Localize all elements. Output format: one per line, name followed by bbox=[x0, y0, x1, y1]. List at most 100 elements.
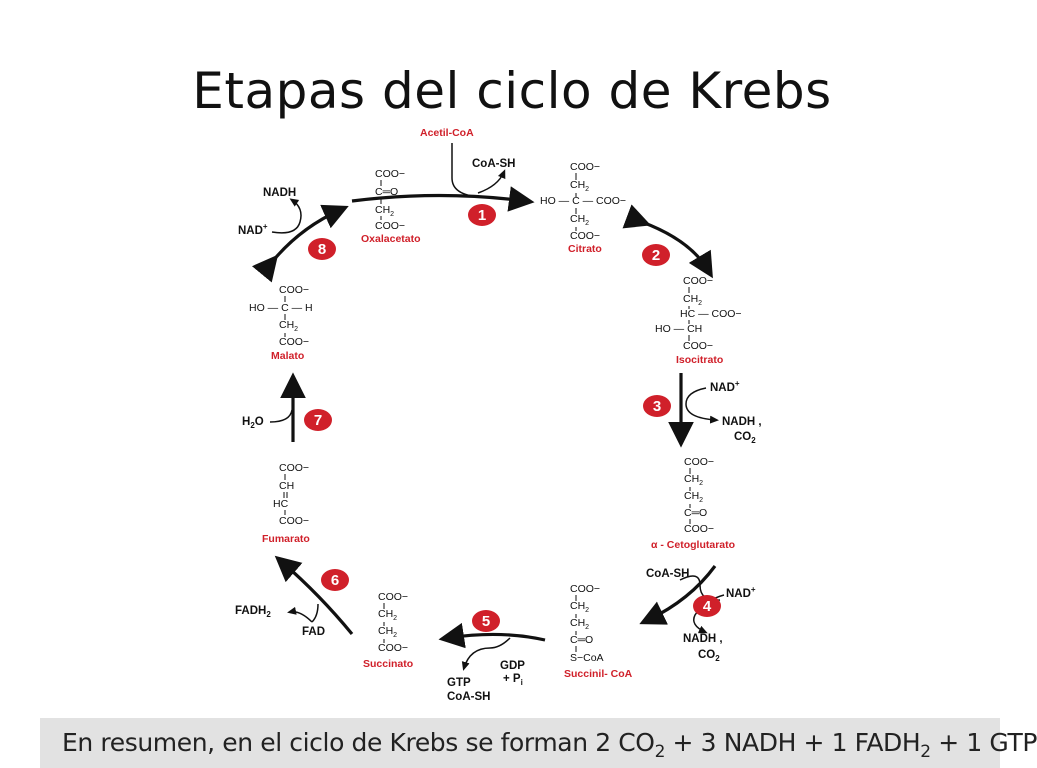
cofactor-gdp-5: GDP bbox=[500, 660, 525, 672]
structure-isocitrato: COO− CH2 HC — COO− HO — CH COO− bbox=[655, 275, 742, 352]
cofactor-coa-sh-5: CoA-SH bbox=[447, 691, 490, 703]
svg-text:COO−: COO− bbox=[570, 161, 600, 173]
svg-text:CH2: CH2 bbox=[570, 213, 589, 227]
structure-succinato: COO− CH2 CH2 COO− bbox=[378, 591, 408, 654]
svg-text:CH2: CH2 bbox=[378, 608, 397, 622]
cofactor-coa-sh-4: CoA-SH bbox=[646, 568, 689, 580]
svg-text:HO — CH: HO — CH bbox=[655, 323, 702, 335]
step-4-arrow bbox=[639, 565, 717, 625]
step-6-fad-arrow bbox=[311, 603, 319, 623]
svg-text:S−CoA: S−CoA bbox=[570, 652, 604, 664]
compound-fumarato: Fumarato bbox=[262, 533, 310, 545]
cofactor-co2-3: CO2 bbox=[734, 431, 756, 445]
svg-text:CH2: CH2 bbox=[570, 600, 589, 614]
cofactor-h2o-7: H2O bbox=[242, 416, 264, 430]
svg-text:CH: CH bbox=[279, 480, 294, 492]
svg-text:HC: HC bbox=[273, 498, 289, 510]
step-7-water-arrow bbox=[269, 409, 293, 423]
step-badge-6: 6 bbox=[321, 569, 349, 591]
summary-bar bbox=[40, 718, 1000, 768]
step-2-arrow bbox=[622, 204, 713, 279]
step-8-arrow bbox=[251, 204, 349, 283]
svg-text:COO−: COO− bbox=[570, 583, 600, 595]
svg-text:1: 1 bbox=[478, 207, 486, 224]
svg-text:HO — C — COO−: HO — C — COO− bbox=[540, 195, 626, 207]
svg-text:7: 7 bbox=[314, 412, 322, 429]
step-badge-4: 4 bbox=[693, 595, 721, 617]
svg-text:COO−: COO− bbox=[684, 456, 714, 468]
svg-text:COO−: COO− bbox=[683, 340, 713, 352]
step-badge-3: 3 bbox=[643, 395, 671, 417]
svg-text:COO−: COO− bbox=[378, 642, 408, 654]
compound-cetoglutarato: α - Cetoglutarato bbox=[651, 539, 735, 551]
svg-text:CH2: CH2 bbox=[683, 293, 702, 307]
structure-malato: COO− HO — C — H CH2 COO− bbox=[249, 284, 313, 348]
cofactor-nadh-4: NADH , bbox=[683, 633, 723, 645]
svg-text:C═O: C═O bbox=[684, 507, 707, 519]
step-6-arrow bbox=[274, 555, 354, 636]
cofactor-nadh-3: NADH , bbox=[722, 416, 762, 428]
cofactor-nad-8: NAD+ bbox=[238, 222, 268, 237]
compound-malato: Malato bbox=[271, 350, 304, 362]
compound-oxalacetato: Oxalacetato bbox=[361, 233, 421, 245]
svg-text:3: 3 bbox=[653, 398, 661, 415]
compound-acetil-coa: Acetil-CoA bbox=[420, 127, 474, 139]
svg-text:CH2: CH2 bbox=[570, 617, 589, 631]
svg-text:HO — C — H: HO — C — H bbox=[249, 302, 313, 314]
svg-text:2: 2 bbox=[652, 247, 660, 264]
svg-text:4: 4 bbox=[703, 598, 712, 615]
svg-text:CH2: CH2 bbox=[279, 319, 298, 333]
svg-text:COO−: COO− bbox=[279, 462, 309, 474]
compound-succinil-coa: Succinil- CoA bbox=[564, 668, 633, 680]
acetil-coa-input-arrow bbox=[451, 143, 481, 198]
svg-text:COO−: COO− bbox=[570, 230, 600, 242]
cofactor-co2-4: CO2 bbox=[698, 649, 720, 663]
step-6-fadh-arrow bbox=[287, 606, 313, 623]
svg-text:CH2: CH2 bbox=[570, 179, 589, 193]
svg-text:5: 5 bbox=[482, 613, 490, 630]
svg-text:CH2: CH2 bbox=[684, 473, 703, 487]
page-title: Etapas del ciclo de Krebs bbox=[192, 62, 832, 120]
step-badge-5: 5 bbox=[472, 610, 500, 632]
cofactor-nad-3: NAD+ bbox=[710, 379, 740, 394]
step-8-cofactor-arrow bbox=[271, 198, 302, 234]
step-badge-8: 8 bbox=[308, 238, 336, 260]
structure-succinil-coa: COO− CH2 CH2 C═O S−CoA bbox=[570, 583, 604, 664]
summary-text: En resumen, en el ciclo de Krebs se form… bbox=[62, 728, 1037, 762]
step-badge-1: 1 bbox=[468, 204, 496, 226]
cofactor-gtp-5: GTP bbox=[447, 677, 471, 689]
svg-text:COO−: COO− bbox=[375, 220, 405, 232]
svg-text:COO−: COO− bbox=[684, 523, 714, 535]
cofactor-fadh2-6: FADH2 bbox=[235, 605, 271, 619]
svg-text:6: 6 bbox=[331, 572, 339, 589]
svg-text:COO−: COO− bbox=[279, 284, 309, 296]
svg-text:COO−: COO− bbox=[683, 275, 713, 287]
step-5-gtp-arrow bbox=[461, 637, 511, 671]
svg-text:COO−: COO− bbox=[279, 336, 309, 348]
svg-text:HC — COO−: HC — COO− bbox=[680, 308, 742, 320]
cofactor-pi-5: + Pi bbox=[503, 673, 523, 687]
svg-text:CH2: CH2 bbox=[375, 204, 394, 218]
svg-text:CH2: CH2 bbox=[378, 625, 397, 639]
compound-isocitrato: Isocitrato bbox=[676, 354, 723, 366]
cofactor-nadh-8: NADH bbox=[263, 187, 296, 199]
structure-citrato: COO− CH2 HO — C — COO− CH2 COO− bbox=[540, 161, 626, 242]
svg-text:C═O: C═O bbox=[375, 186, 398, 198]
svg-text:COO−: COO− bbox=[279, 515, 309, 527]
step-1-arrow bbox=[351, 186, 535, 212]
structure-cetoglutarato: COO− CH2 CH2 C═O COO− bbox=[684, 456, 714, 535]
step-badge-2: 2 bbox=[642, 244, 670, 266]
svg-text:CH2: CH2 bbox=[684, 490, 703, 504]
svg-text:C═O: C═O bbox=[570, 634, 593, 646]
compound-succinato: Succinato bbox=[363, 658, 413, 670]
cofactor-nad-4: NAD+ bbox=[726, 585, 756, 600]
step-badge-7: 7 bbox=[304, 409, 332, 431]
cofactor-coa-sh-1: CoA-SH bbox=[472, 158, 515, 170]
svg-text:COO−: COO− bbox=[375, 168, 405, 180]
svg-text:8: 8 bbox=[318, 241, 326, 258]
krebs-cycle-diagram: Acetil-CoA CoA-SH COO− C═O CH2 COO− Oxal… bbox=[235, 127, 762, 703]
compound-citrato: Citrato bbox=[568, 243, 602, 255]
step-5-arrow bbox=[438, 622, 546, 649]
cofactor-fad-6: FAD bbox=[302, 626, 325, 638]
step-3-cofactor-arrow bbox=[685, 387, 719, 424]
